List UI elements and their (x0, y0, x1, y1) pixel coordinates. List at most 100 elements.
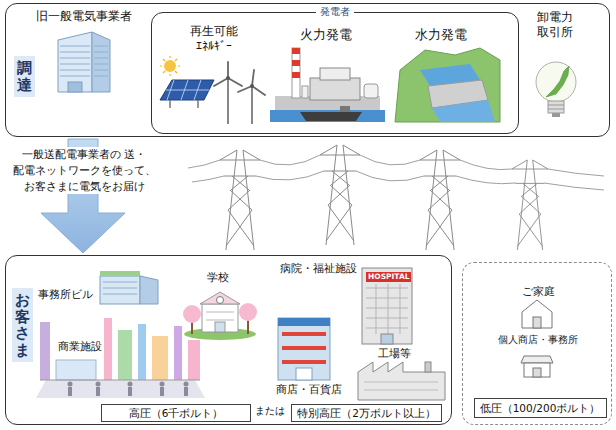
thermal-plant-icon (270, 110, 385, 122)
small-shop-icon (521, 356, 553, 363)
shopping-mall-icon (40, 322, 50, 380)
school-icon (192, 320, 248, 334)
thermal-plant-icon (302, 86, 308, 98)
illustration-part (128, 382, 133, 387)
office-building-icon (103, 282, 137, 294)
factory-icon (425, 362, 431, 372)
store-icon (282, 332, 326, 336)
small-shop-icon (524, 363, 550, 377)
hospital-icon (362, 268, 412, 344)
wind-turbine-icon (226, 76, 230, 80)
generation-label: 再生可能 ｴﾈﾙｷﾞｰ (186, 24, 242, 54)
utility-building-icon (58, 32, 110, 92)
illustration-part (184, 387, 188, 396)
hydro-dam-icon (395, 48, 500, 122)
conjunction-label: または (255, 405, 285, 418)
office-building-icon (100, 271, 158, 304)
illustration-part (96, 387, 100, 396)
solar-panel-icon (166, 80, 209, 100)
shopping-mall-icon (56, 360, 96, 380)
office-building-icon (100, 271, 140, 276)
store-icon (278, 318, 330, 326)
utility-building-icon (92, 32, 110, 92)
house-icon (522, 300, 552, 328)
transmission-tower-icon (512, 160, 548, 250)
store-icon (278, 318, 330, 380)
utility-building-icon (68, 82, 82, 92)
thermal-plant-icon (292, 48, 300, 98)
factory-icon (364, 382, 438, 390)
store-icon (278, 318, 330, 380)
facility-label: 工場等 (378, 347, 411, 361)
shopping-mall-icon (174, 326, 182, 380)
office-building-icon (100, 276, 140, 304)
facility-label: 商業施設 (56, 340, 104, 354)
small-shop-icon (533, 368, 541, 377)
facility-label: 事務所ビル (38, 288, 93, 302)
light-bulb-icon (536, 62, 576, 117)
illustration-part (68, 382, 189, 397)
wind-turbine-icon (250, 84, 254, 88)
thermal-plant-icon (300, 112, 362, 121)
solar-panel-icon (170, 100, 198, 108)
thermal-plant-icon (310, 78, 360, 100)
school-icon (202, 304, 238, 332)
transmission-tower-icon (188, 145, 604, 250)
thermal-plant-icon (270, 48, 385, 122)
hospital-icon (366, 284, 408, 334)
store-icon (296, 368, 312, 380)
hospital-icon (362, 268, 412, 344)
thermal-plant-icon (292, 48, 300, 54)
generation-label: 火力発電 (300, 27, 352, 43)
shopping-mall-icon (104, 318, 112, 380)
factory-icon (358, 362, 445, 400)
school-icon (206, 312, 234, 320)
illustration-part (128, 387, 132, 396)
house-icon (533, 317, 541, 328)
customer-label: 個人商店・事務所 (463, 333, 613, 347)
illustration-part (96, 382, 101, 387)
illustration-part (160, 382, 165, 387)
shopping-mall-icon (36, 318, 205, 398)
light-bulb-icon (536, 62, 576, 102)
shopping-mall-icon (118, 330, 132, 380)
voltage-label: 高圧（6千ボルト） (129, 407, 224, 420)
illustration-part (68, 387, 72, 396)
illustration-part (68, 382, 73, 387)
school-icon (200, 292, 240, 304)
arrow-label: 一般送配電事業者の 送・配電ネットワークを使って、 お客さまに電気をお届け (0, 147, 171, 194)
school-icon (217, 297, 224, 304)
customer-label: ご家庭 (463, 284, 613, 299)
illustration-part (160, 387, 164, 396)
light-bulb-icon (548, 105, 564, 109)
hydro-dam-icon (395, 48, 500, 122)
solar-panel-icon (160, 80, 214, 100)
house-icon (522, 300, 552, 328)
school-icon (183, 292, 257, 340)
facility-label: 病院・福祉施設 (280, 262, 357, 276)
office-building-icon (140, 276, 158, 304)
wind-turbine-icon (214, 62, 265, 124)
transmission-tower-icon (320, 145, 360, 245)
generation-label: 水力発電 (415, 27, 467, 43)
illustration-part (184, 382, 189, 387)
vertical-heading: お客さま (12, 288, 33, 362)
voltage-box: 特別高圧（2万ボルト以上） (291, 404, 442, 422)
facility-label: 商店・百貨店 (276, 383, 342, 397)
school-icon (183, 305, 201, 323)
small-shop-icon (521, 356, 553, 377)
vertical-heading: 調達 (14, 56, 35, 97)
hospital-icon (381, 334, 393, 344)
light-bulb-icon (548, 101, 564, 113)
company-label: 旧一般電気事業者 (36, 9, 132, 24)
thermal-plant-icon (292, 72, 300, 78)
market-label: 卸電力 取引所 (530, 10, 580, 40)
thermal-plant-icon (364, 84, 378, 98)
wind-turbine-icon (214, 62, 265, 95)
thermal-plant-icon (320, 68, 350, 80)
shopping-mall-icon (138, 324, 146, 380)
shopping-mall-icon (36, 380, 205, 398)
group-tab-label: 発電者 (316, 6, 354, 18)
school-icon (239, 303, 257, 321)
